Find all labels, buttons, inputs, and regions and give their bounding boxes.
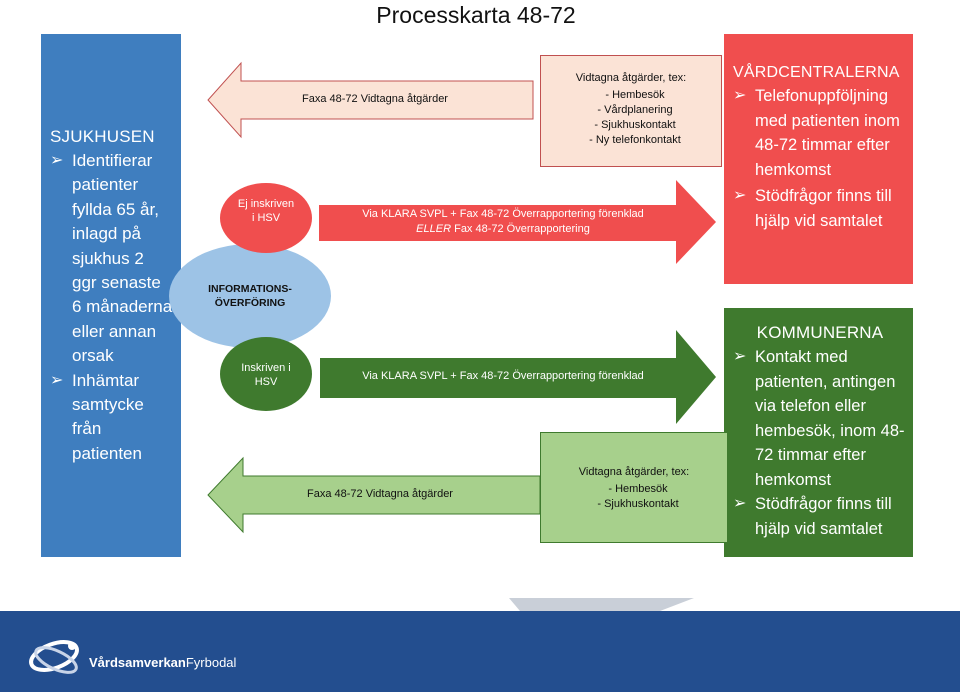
eller-text: ELLER: [416, 223, 452, 235]
sjukhus-list: ➢Identifierar patienter fyllda 65 år, in…: [50, 149, 173, 466]
list-item: Vårdplanering: [604, 104, 673, 116]
list-item: Hembesök: [615, 483, 668, 495]
ej-inskriven-label: Ej inskriven i HSV: [237, 198, 295, 224]
inskriven-label: Inskriven i HSV: [241, 362, 291, 388]
list-item: ➢Inhämtar samtycke från patienten: [50, 370, 144, 463]
chevron-right-icon: ➢: [50, 371, 64, 389]
list-item: ➢Telefonuppföljning med patienten inom 4…: [733, 84, 905, 182]
chevron-right-icon: ➢: [733, 87, 747, 104]
vardcentralerna-panel: VÅRDCENTRALERNA ➢Telefonuppföljning med …: [724, 34, 913, 284]
sjukhus-title: SJUKHUSEN: [50, 127, 155, 146]
list-item: Sjukhuskontakt: [601, 119, 676, 131]
arrow-top-label: Faxa 48-72 Vidtagna åtgärder: [302, 93, 448, 105]
footer-decoration: [509, 598, 694, 611]
list-item: ➢Identifierar patienter fyllda 65 år, in…: [50, 151, 173, 366]
ej-inskriven-circle: [220, 183, 312, 253]
footer-bar: [0, 611, 960, 692]
arrow-red-forward: [319, 180, 716, 264]
vardsamverkan-logo-icon: [29, 640, 79, 674]
vardcentralerna-list: ➢Telefonuppföljning med patienten inom 4…: [733, 84, 905, 233]
arrow-faxa-bottom: [207, 456, 541, 534]
list-item: ➢Stödfrågor finns till hjälp vid samtale…: [733, 184, 905, 233]
kommunerna-list: ➢Kontakt med patienten, antingen via tel…: [733, 345, 907, 541]
arrow-green-label: Via KLARA SVPL + Fax 48-72 Överrapporter…: [362, 370, 644, 382]
list-item: ➢Kontakt med patienten, antingen via tel…: [733, 345, 907, 492]
kommunerna-title: KOMMUNERNA: [756, 323, 884, 342]
sjukhus-panel: SJUKHUSEN ➢Identifierar patienter fyllda…: [41, 34, 181, 557]
arrow-green-forward: [320, 330, 716, 424]
chevron-right-icon: ➢: [733, 187, 747, 204]
arrow-bottom-label: Faxa 48-72 Vidtagna åtgärder: [307, 488, 453, 500]
chevron-right-icon: ➢: [733, 495, 747, 512]
vidtagna-box-top: Vidtagna åtgärder, tex: - Hembesök - Vår…: [540, 55, 722, 167]
chevron-right-icon: ➢: [50, 152, 64, 169]
list-item: ➢Stödfrågor finns till hjälp vid samtale…: [733, 492, 907, 541]
arrow-faxa-top: [207, 61, 534, 139]
inskriven-circle: [220, 337, 312, 411]
information-label: INFORMATIONS- ÖVERFÖRING: [208, 283, 292, 309]
footer-brand: VårdsamverkanFyrbodal: [89, 655, 237, 670]
chevron-right-icon: ➢: [733, 348, 747, 365]
arrow-red-label: Via KLARA SVPL + Fax 48-72 Överrapporter…: [362, 208, 644, 235]
list-item: Sjukhuskontakt: [604, 498, 679, 510]
page-title: Processkarta 48-72: [376, 2, 576, 28]
kommunerna-panel: KOMMUNERNA ➢Kontakt med patienten, antin…: [724, 308, 913, 557]
vardcentralerna-title: VÅRDCENTRALERNA: [733, 64, 900, 81]
information-circle: [169, 244, 331, 348]
list-item: Hembesök: [612, 89, 665, 101]
list-item: Ny telefonkontakt: [595, 134, 681, 146]
vidtagna-box-bottom: Vidtagna åtgärder, tex: - Hembesök - Sju…: [540, 432, 728, 543]
